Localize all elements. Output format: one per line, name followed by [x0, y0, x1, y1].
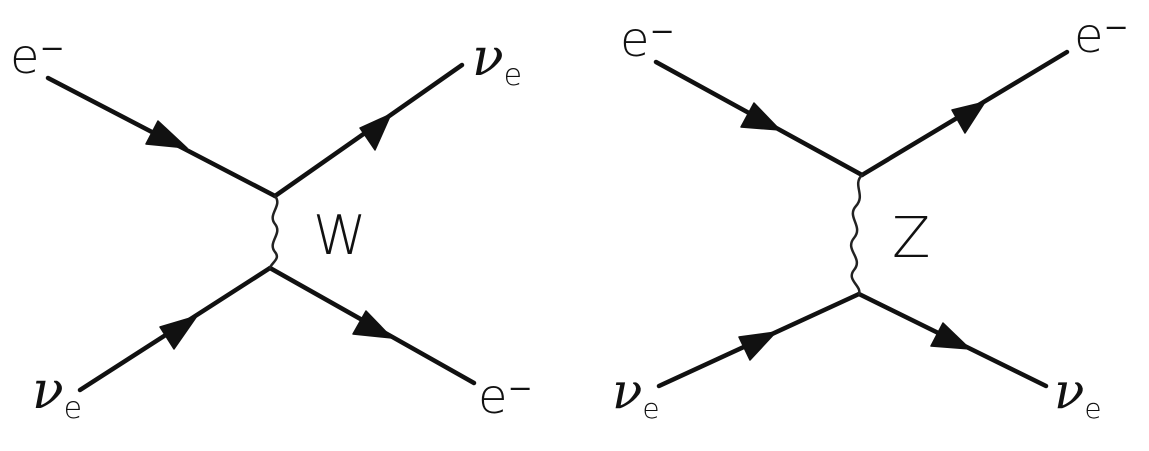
z-outgoing-neutrino-arrow [930, 322, 971, 350]
nu-symbol: ν [32, 361, 64, 421]
w-outgoing-electron-arrow [352, 310, 393, 339]
z-label-bottom-right: νe [1054, 362, 1102, 425]
w-boson-propagator [268, 194, 279, 270]
w-boson-label: W [313, 204, 366, 267]
z-incoming-neutrino-arrow [738, 331, 777, 361]
z-boson-propagator [849, 173, 864, 296]
z-outgoing-electron-arrow [951, 101, 986, 134]
z-boson-label: Z [892, 206, 930, 271]
z-label-top-right: e⁻ [1074, 8, 1129, 64]
w-label-bottom-left: νe [32, 361, 82, 426]
w-exchange-diagram: e⁻ νe νe e⁻ W [10, 28, 533, 426]
w-outgoing-neutrino-arrow [359, 113, 392, 151]
nu-subscript: e [1084, 392, 1101, 425]
nu-symbol: ν [1054, 362, 1084, 420]
z-incoming-electron-arrow [740, 102, 781, 131]
w-incoming-neutrino-arrow [159, 315, 198, 350]
z-label-bottom-left: νe [612, 362, 660, 425]
w-incoming-electron-arrow [145, 120, 188, 149]
nu-subscript: e [642, 392, 659, 425]
w-label-top-right: νe [472, 28, 522, 93]
z-exchange-diagram: e⁻ e⁻ νe νe Z [612, 8, 1129, 425]
nu-symbol: ν [472, 28, 504, 88]
w-label-bottom-right: e⁻ [478, 369, 533, 425]
z-label-top-left: e⁻ [620, 12, 675, 68]
w-label-top-left: e⁻ [10, 29, 65, 85]
nu-subscript: e [64, 391, 82, 426]
nu-subscript: e [504, 58, 522, 93]
nu-symbol: ν [612, 362, 642, 420]
